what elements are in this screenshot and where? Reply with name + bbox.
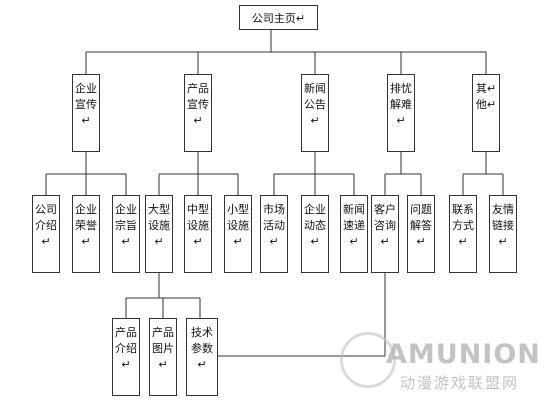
node-category-4: 排忧解难↵ xyxy=(387,74,415,152)
node-category-1-label: 企业宣传↵ xyxy=(75,82,97,127)
node-subleaf-1: 产品介绍↵ xyxy=(112,318,140,396)
node-root-label: 公司主页↵ xyxy=(251,11,306,25)
watermark-subtitle: 动漫游戏联盟网 xyxy=(400,374,520,392)
node-subleaf-1-label: 产品介绍↵ xyxy=(115,326,137,371)
node-leaf-11: 问题解答↵ xyxy=(407,195,435,273)
node-subleaf-3-label: 技术参数↵ xyxy=(191,326,213,371)
node-category-2-label: 产品宣传↵ xyxy=(187,82,209,127)
node-subleaf-2-label: 产品图片↵ xyxy=(152,326,174,371)
node-leaf-10-label: 客户咨询↵ xyxy=(374,203,396,248)
node-leaf-6-label: 小型设施↵ xyxy=(227,203,249,248)
node-category-5-label: 其↵他↵ xyxy=(475,82,497,111)
node-category-3: 新闻公告↵ xyxy=(301,74,329,152)
node-root: 公司主页↵ xyxy=(239,5,318,30)
node-leaf-3: 企业宗旨↵ xyxy=(112,195,140,273)
node-category-5: 其↵他↵ xyxy=(472,74,500,152)
node-leaf-6: 小型设施↵ xyxy=(224,195,252,273)
node-leaf-5: 中型设施↵ xyxy=(184,195,212,273)
node-leaf-13: 友情链接↵ xyxy=(489,195,517,273)
node-subleaf-3: 技术参数↵ xyxy=(186,318,218,396)
node-leaf-5-label: 中型设施↵ xyxy=(187,203,209,248)
node-leaf-1: 公司介绍↵ xyxy=(32,195,60,273)
node-leaf-7-label: 市场活动↵ xyxy=(263,203,285,248)
node-leaf-2-label: 企业荣誉↵ xyxy=(75,203,97,248)
watermark-brand: AMUNION xyxy=(386,339,541,370)
node-leaf-1-label: 公司介绍↵ xyxy=(35,203,57,248)
node-leaf-4-label: 大型设施↵ xyxy=(148,203,170,248)
node-category-4-label: 排忧解难↵ xyxy=(390,82,412,127)
node-leaf-11-label: 问题解答↵ xyxy=(410,203,432,248)
node-leaf-10: 客户咨询↵ xyxy=(371,195,399,273)
connector-lines xyxy=(45,30,504,357)
node-leaf-13-label: 友情链接↵ xyxy=(492,203,514,248)
node-leaf-8: 企业动态↵ xyxy=(301,195,329,273)
node-leaf-9-label: 新闻速递↵ xyxy=(343,203,365,248)
node-leaf-8-label: 企业动态↵ xyxy=(304,203,326,248)
node-leaf-2: 企业荣誉↵ xyxy=(72,195,100,273)
node-leaf-9: 新闻速递↵ xyxy=(340,195,368,273)
node-leaf-3-label: 企业宗旨↵ xyxy=(115,203,137,248)
node-leaf-4: 大型设施↵ xyxy=(145,195,173,273)
node-leaf-7: 市场活动↵ xyxy=(260,195,288,273)
node-leaf-12: 联系方式↵ xyxy=(449,195,477,273)
node-category-3-label: 新闻公告↵ xyxy=(304,82,326,127)
node-category-1: 企业宣传↵ xyxy=(72,74,100,152)
watermark-logo-icon xyxy=(340,332,396,388)
node-subleaf-2: 产品图片↵ xyxy=(149,318,177,396)
node-leaf-12-label: 联系方式↵ xyxy=(452,203,474,248)
node-category-2: 产品宣传↵ xyxy=(184,74,212,152)
